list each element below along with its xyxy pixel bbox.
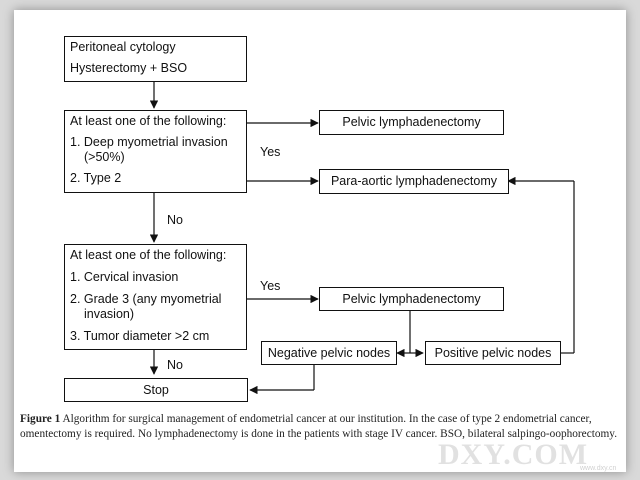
para-aortic-label: Para-aortic lymphadenectomy [330,174,498,188]
criteria1-item2: 2. Type 2 [70,171,122,185]
criteria2-item3: 3. Tumor diameter >2 cm [70,329,210,343]
flow-connectors [149,82,575,395]
no-label-2: No [167,358,183,372]
pelvic-lymphadenectomy-top: Pelvic lymphadenectomy [319,110,504,135]
positive-nodes-label: Positive pelvic nodes [434,345,552,360]
negative-nodes-label: Negative pelvic nodes [267,345,391,360]
no-label-1: No [167,213,183,227]
start-box: Peritoneal cytology Hysterectomy + BSO [64,36,247,82]
figure-label: Figure 1 [20,413,61,425]
yes-label-2: Yes [260,279,281,293]
criteria2-heading: At least one of the following: [70,248,227,262]
criteria-box-1: At least one of the following: 1. Deep m… [64,110,247,193]
figure-caption: Figure 1 Algorithm for surgical manageme… [20,412,620,442]
stop-label: Stop [143,382,169,397]
criteria2-item2: 2. Grade 3 (any myometrial [70,292,222,306]
start-box-line2: Hysterectomy + BSO [70,61,188,75]
start-box-line1: Peritoneal cytology [70,40,176,54]
criteria1-item1-cont: (>50%) [84,150,125,164]
yes-label-1: Yes [260,145,281,159]
para-aortic-lymphadenectomy: Para-aortic lymphadenectomy [319,169,509,194]
pelvic-top-label: Pelvic lymphadenectomy [342,115,481,129]
figure-slide: Peritoneal cytology Hysterectomy + BSO A… [14,10,626,472]
pelvic-bottom-label: Pelvic lymphadenectomy [342,291,481,306]
pelvic-lymphadenectomy-bottom: Pelvic lymphadenectomy [319,287,504,311]
watermark-url: www.dxy.cn [580,465,617,472]
criteria1-item1: 1. Deep myometrial invasion [70,135,228,149]
watermark-logo: DXY.COM [438,438,589,471]
criteria1-heading: At least one of the following: [70,114,227,128]
caption-text: Algorithm for surgical management of end… [20,413,618,440]
negative-nodes-box: Negative pelvic nodes [261,341,397,365]
stop-box: Stop [64,378,248,402]
criteria-box-2: At least one of the following: 1. Cervic… [64,244,247,350]
criteria2-item2-cont: invasion) [84,307,135,321]
positive-nodes-box: Positive pelvic nodes [425,341,561,365]
criteria2-item1: 1. Cervical invasion [70,270,179,284]
